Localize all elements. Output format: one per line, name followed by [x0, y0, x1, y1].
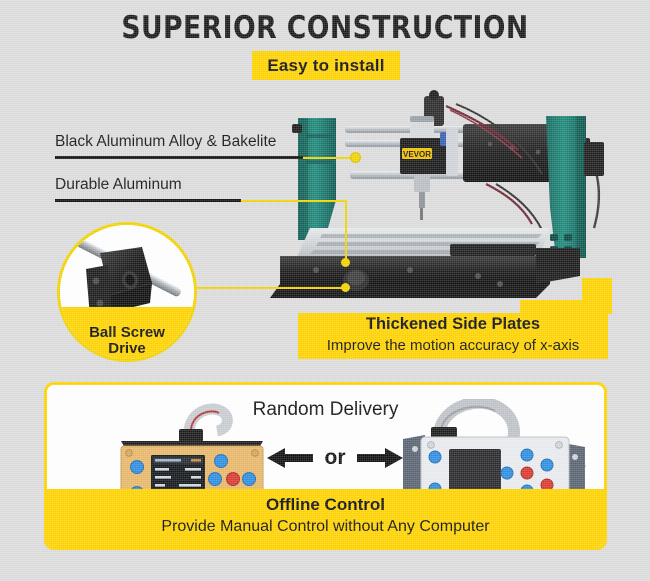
easy-to-install-badge: Easy to install — [252, 51, 400, 80]
ball-screw-callout: Ball Screw Drive — [57, 222, 197, 362]
ball-screw-caption: Ball Screw Drive — [60, 323, 194, 357]
callout-label-black-aluminum: Black Aluminum Alloy & Bakelite — [55, 133, 277, 150]
or-label: or — [324, 446, 346, 469]
arrow-right-icon — [357, 448, 403, 468]
brand-label: VEVOR — [403, 150, 431, 159]
arrow-left-icon — [267, 448, 313, 468]
lead-dot-icon — [341, 258, 350, 267]
random-delivery-label: Random Delivery — [252, 399, 399, 420]
side-plates-title: Thickened Side Plates — [365, 315, 541, 333]
lead-dot-icon — [341, 283, 350, 292]
lead-dot-icon — [350, 152, 361, 163]
ball-screw-caption-band — [60, 307, 194, 359]
callout-label-durable-aluminum: Durable Aluminum — [55, 176, 182, 193]
ball-screw-caption-line2: Drive — [108, 339, 146, 357]
badge-label: Easy to install — [267, 55, 385, 75]
brand-plate — [402, 148, 432, 159]
page-title: SUPERIOR CONSTRUCTION — [121, 10, 529, 46]
callout-rule-2 — [55, 199, 241, 202]
or-arrows — [267, 448, 403, 468]
lead-line-ball-screw — [196, 287, 348, 289]
lead-line-2 — [307, 200, 346, 202]
offline-control-footer: Offline Control Provide Manual Control w… — [47, 489, 604, 547]
lead-line-1 — [303, 156, 353, 159]
callout-rule-2-yellow — [241, 200, 307, 202]
or-selector: or — [265, 440, 405, 476]
ball-screw-caption-line1: Ball Screw — [89, 323, 165, 341]
cnc-machine-illustration: VEVOR — [270, 90, 604, 298]
side-plates-pointer — [520, 278, 612, 314]
lead-line-2-vertical — [345, 200, 347, 262]
side-plates-callout: Thickened Side Plates Improve the motion… — [298, 313, 608, 359]
callout-rule-1 — [55, 156, 303, 159]
offline-control-subtitle: Provide Manual Control without Any Compu… — [161, 518, 490, 535]
side-plates-subtitle: Improve the motion accuracy of x-axis — [326, 337, 580, 354]
offline-control-panel: Random Delivery — [44, 382, 607, 550]
offline-control-title: Offline Control — [266, 495, 385, 514]
